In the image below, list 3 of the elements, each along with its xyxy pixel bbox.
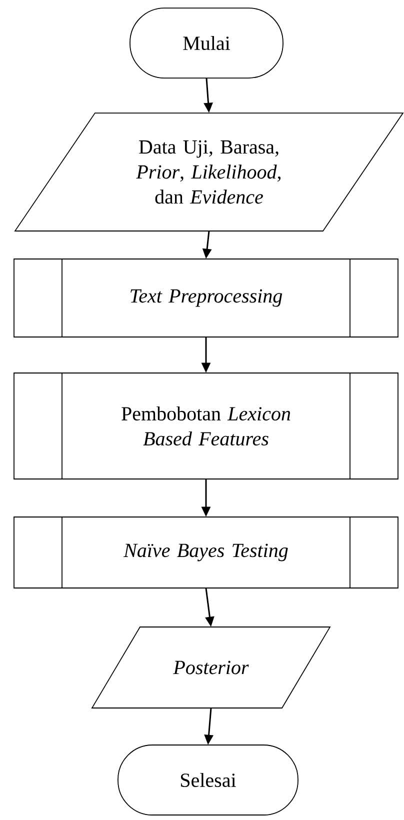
predefined-process-box: Pembobotan Lexicon Based Features xyxy=(14,372,398,480)
predefined-process-box: Text Preprocessing xyxy=(14,258,398,338)
predefined-process-box: Naïve Bayes Testing xyxy=(14,516,398,588)
